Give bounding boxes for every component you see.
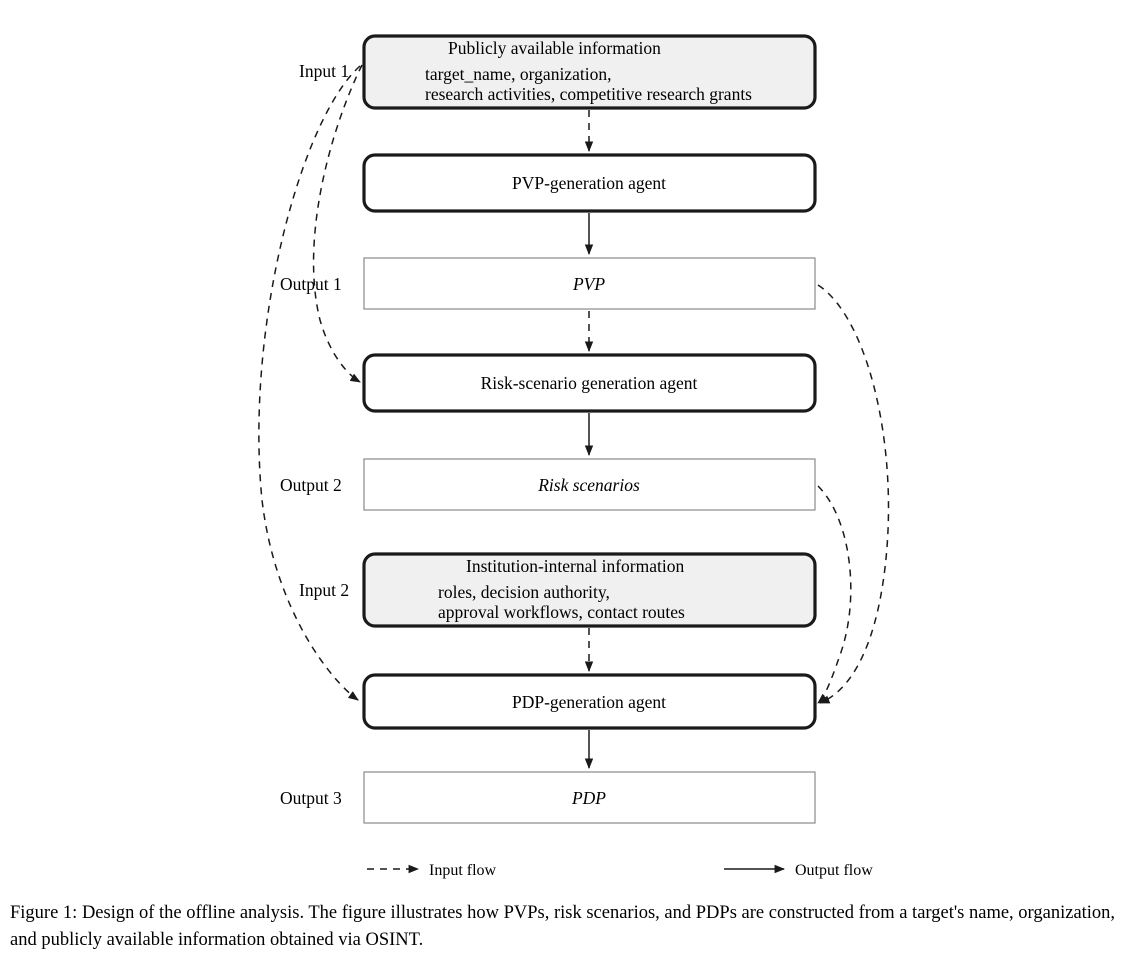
node-input1[interactable]: Publicly available information target_na… (362, 34, 817, 110)
node-agent2-border (362, 353, 817, 413)
node-output1-fill (364, 258, 815, 309)
node-input2-title: Institution-internal information (466, 556, 684, 576)
node-input2-border (362, 552, 817, 628)
side-label-output2: Output 2 (280, 475, 342, 495)
node-input1-title: Publicly available information (448, 38, 661, 58)
node-input1-detail-line2: research activities, competitive researc… (425, 84, 752, 104)
node-output2-fill (364, 459, 815, 510)
legend: Input flow Output flow (367, 862, 873, 879)
node-output2[interactable]: Risk scenarios (363, 458, 816, 511)
legend-input-flow-label: Input flow (429, 862, 497, 879)
edge-output1-to-agent3 (817, 284, 890, 704)
node-agent2-label: Risk-scenario generation agent (481, 373, 698, 393)
edge-input1-to-agent3 (258, 65, 361, 701)
edge-output2-to-agent3 (817, 485, 852, 704)
node-output1-border (363, 257, 816, 310)
node-output1[interactable]: PVP (363, 257, 816, 310)
node-agent3-label: PDP-generation agent (512, 692, 666, 712)
side-label-input1: Input 1 (299, 61, 349, 81)
side-label-output1: Output 1 (280, 274, 342, 294)
node-output3-label: PDP (571, 788, 606, 808)
edge-input1-to-agent2 (312, 64, 363, 383)
node-input2[interactable]: Institution-internal information roles, … (362, 552, 817, 628)
node-output2-border (363, 458, 816, 511)
legend-output-flow-label: Output flow (795, 862, 873, 879)
node-output3-fill (364, 772, 815, 823)
node-agent1-label: PVP-generation agent (512, 173, 666, 193)
figure-caption: Figure 1: Design of the offline analysis… (10, 903, 1116, 950)
node-output3-border (363, 771, 816, 824)
node-agent3[interactable]: PDP-generation agent (362, 673, 817, 730)
node-agent2[interactable]: Risk-scenario generation agent (362, 353, 817, 413)
node-agent2-fill (364, 355, 815, 411)
flow-diagram: Publicly available information target_na… (258, 34, 890, 879)
node-output2-label: Risk scenarios (537, 475, 640, 495)
node-input1-border (362, 34, 817, 110)
node-agent1[interactable]: PVP-generation agent (362, 153, 817, 213)
node-output3[interactable]: PDP (363, 771, 816, 824)
node-input1-fill (364, 36, 815, 108)
node-agent1-border (362, 153, 817, 213)
node-input1-detail-line1: target_name, organization, (425, 64, 611, 84)
node-output1-label: PVP (572, 274, 605, 294)
node-agent1-fill (364, 155, 815, 211)
node-agent3-border (362, 673, 817, 730)
side-label-output3: Output 3 (280, 788, 342, 808)
node-input2-detail-line1: roles, decision authority, (438, 582, 610, 602)
node-input2-detail-line2: approval workflows, contact routes (438, 602, 685, 622)
node-agent3-fill (364, 675, 815, 728)
node-input2-fill (364, 554, 815, 626)
side-label-input2: Input 2 (299, 580, 349, 600)
